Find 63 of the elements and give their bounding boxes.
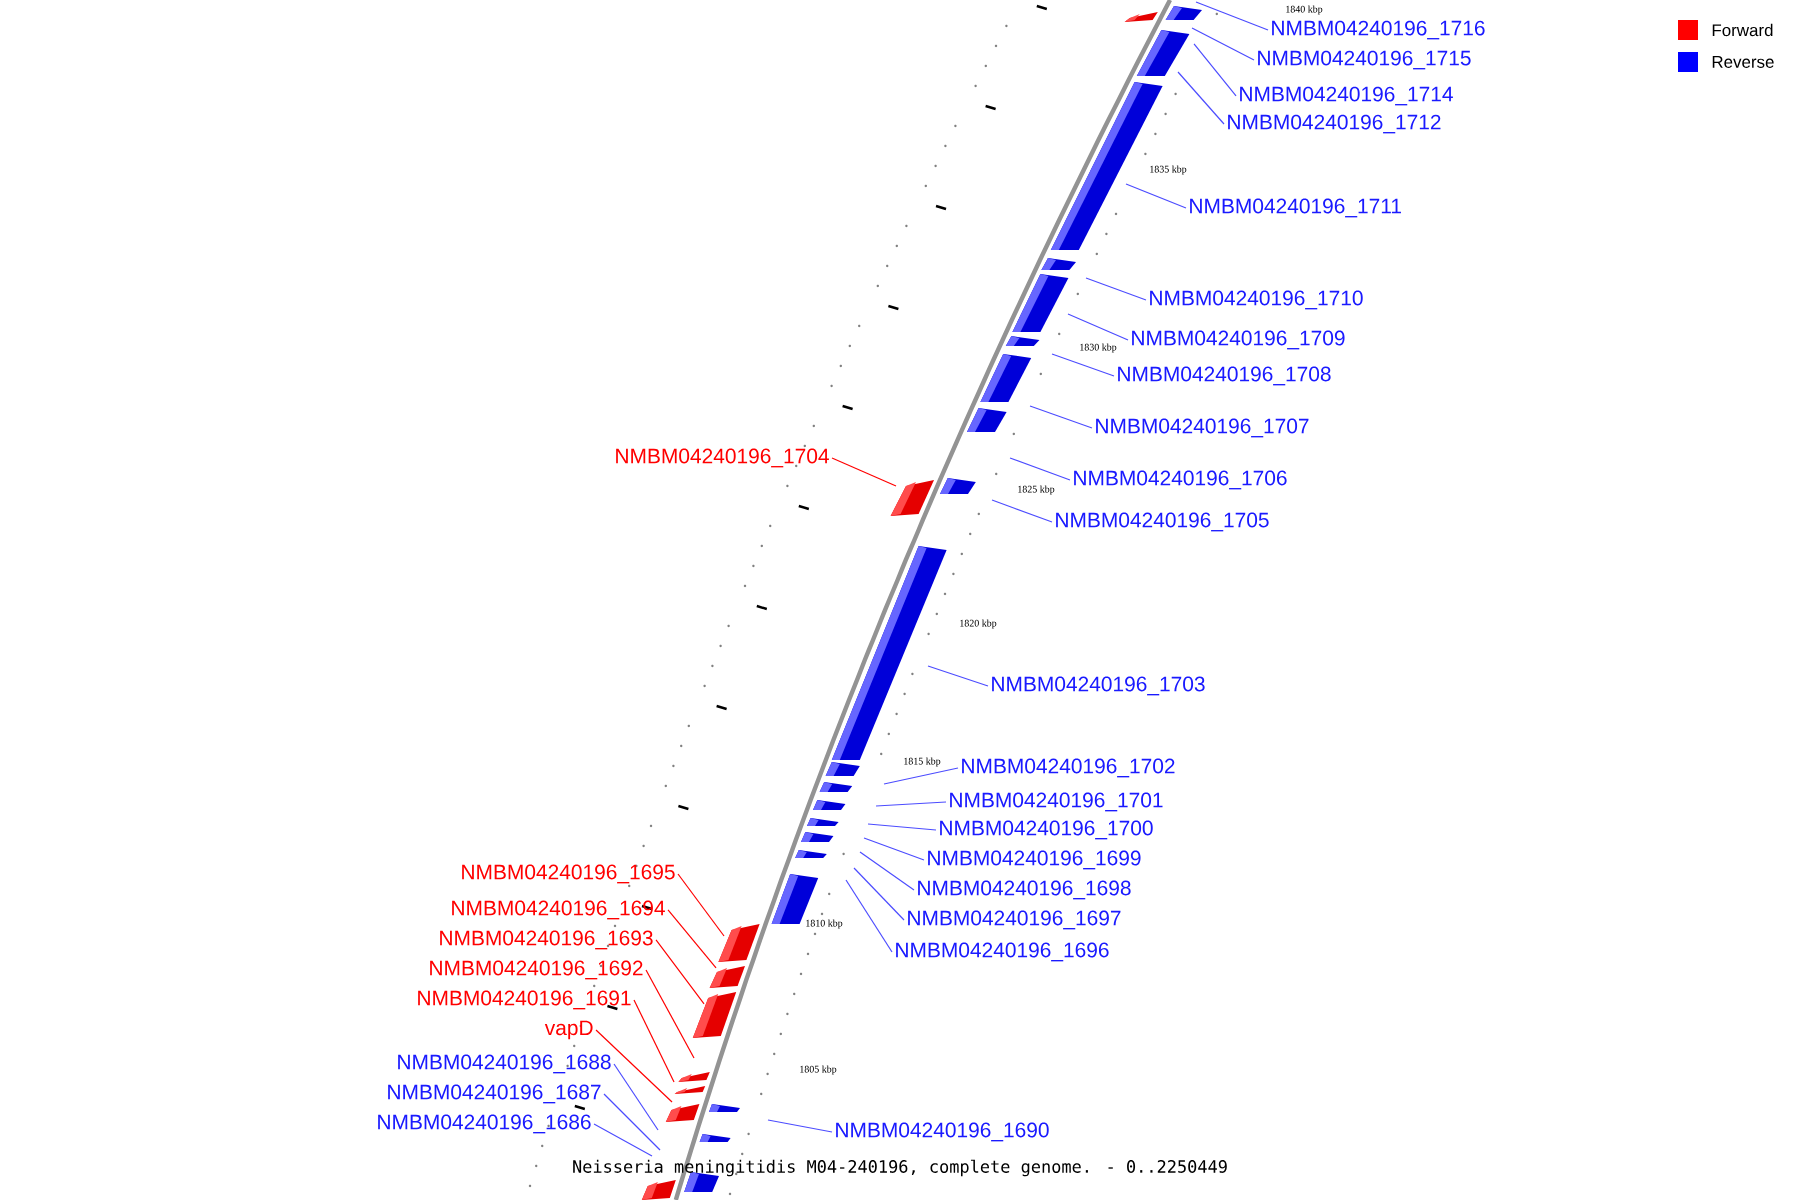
gene-label: NMBM04240196_1702	[962, 758, 1175, 778]
leader-line	[603, 1093, 661, 1151]
gene-label: NMBM04240196_1715	[1258, 50, 1471, 70]
leader-line	[1085, 277, 1147, 301]
gene-label: NMBM04240196_1696	[896, 942, 1109, 962]
leader-line	[593, 1123, 653, 1157]
gene-label: NMBM04240196_1697	[908, 910, 1121, 930]
leader-line	[667, 909, 717, 969]
leader-line	[1191, 27, 1255, 61]
gene-label: NMBM04240196_1712	[1228, 114, 1441, 134]
gene-label: NMBM04240196_1701	[950, 792, 1163, 812]
leader-line	[1193, 43, 1237, 97]
leader-line	[845, 879, 893, 953]
leader-line	[853, 867, 905, 921]
gene-label: NMBM04240196_1708	[1118, 366, 1331, 386]
legend-label: Reverse	[1712, 56, 1774, 68]
gene-label: NMBM04240196_1699	[928, 850, 1141, 870]
leader-line	[1029, 405, 1093, 429]
gene-label: NMBM04240196_1709	[1132, 330, 1345, 350]
gene-label: NMBM04240196_1687	[388, 1084, 601, 1104]
gene-label: NMBM04240196_1704	[616, 448, 829, 468]
leader-line	[633, 999, 675, 1083]
gene-label: NMBM04240196_1710	[1150, 290, 1363, 310]
leader-line	[655, 939, 705, 1005]
leader-line	[767, 1119, 833, 1133]
gene-label: vapD	[544, 1020, 593, 1040]
gene-label: NMBM04240196_1694	[452, 900, 665, 920]
gene-label: NMBM04240196_1686	[378, 1114, 591, 1134]
gene-label: NMBM04240196_1692	[430, 960, 643, 980]
gene-label: NMBM04240196_1691	[418, 990, 631, 1010]
gene-label: NMBM04240196_1698	[918, 880, 1131, 900]
gene-label: NMBM04240196_1700	[940, 820, 1153, 840]
leader-line	[859, 851, 915, 891]
leader-line	[677, 873, 725, 937]
caption: Neisseria meningitidis M04-240196, complete genome. - 0..2250449	[573, 1159, 1227, 1177]
gene-label: NMBM04240196_1707	[1096, 418, 1309, 438]
leader-line	[1177, 71, 1225, 125]
leader-line	[613, 1063, 659, 1131]
leader-line	[991, 499, 1053, 523]
gene-label: NMBM04240196_1706	[1074, 470, 1287, 490]
gene-label: NMBM04240196_1688	[398, 1054, 611, 1074]
gene-label: NMBM04240196_1693	[440, 930, 653, 950]
leader-line	[1125, 183, 1187, 209]
leader-line	[1009, 457, 1071, 481]
leader-line	[1051, 353, 1115, 377]
leader-line	[883, 767, 959, 785]
gene-label: NMBM04240196_1714	[1240, 86, 1453, 106]
gene-label: NMBM04240196_1705	[1056, 512, 1269, 532]
leader-line	[1067, 313, 1129, 341]
gene-label: NMBM04240196_1695	[462, 864, 675, 884]
leader-line	[867, 823, 937, 831]
gene-label: NMBM04240196_1716	[1272, 20, 1485, 40]
gene-label: NMBM04240196_1690	[836, 1122, 1049, 1142]
leader-line	[927, 665, 989, 687]
leader-line	[875, 801, 947, 807]
leader-line	[863, 837, 925, 861]
leader-line	[645, 969, 695, 1059]
gene-label: NMBM04240196_1711	[1190, 198, 1401, 218]
gene-label: NMBM04240196_1703	[992, 676, 1205, 696]
leader-line	[1195, 1, 1269, 31]
leader-line	[831, 457, 897, 487]
leader-line	[595, 1029, 673, 1103]
legend-label: Forward	[1712, 23, 1773, 37]
